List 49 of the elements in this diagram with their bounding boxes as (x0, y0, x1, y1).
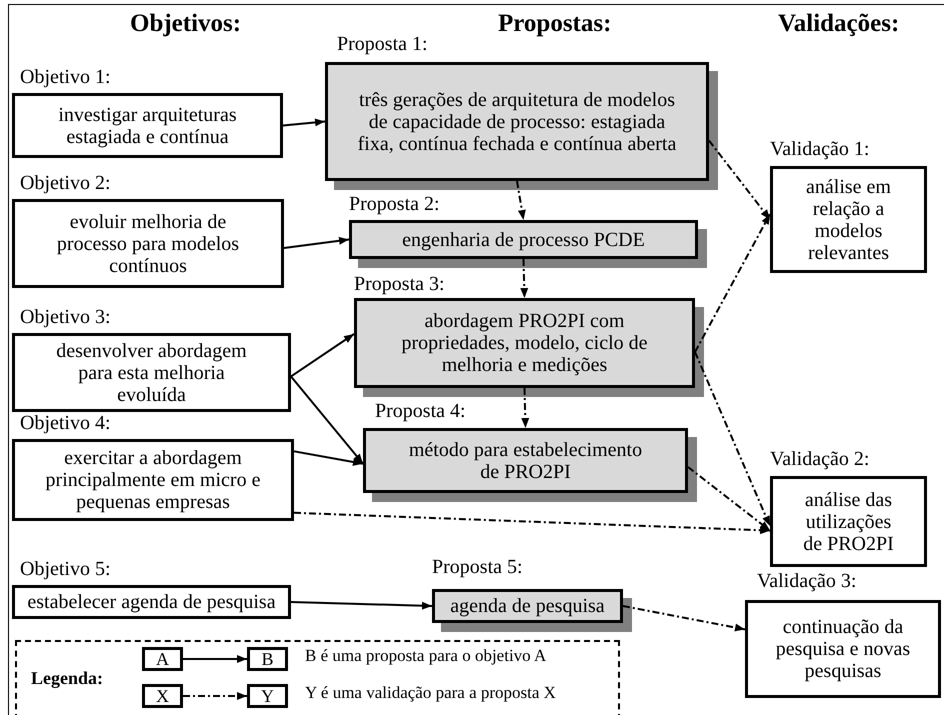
arrow (521, 388, 530, 428)
validation-box: análise das utilizações de PRO2PI (770, 476, 927, 567)
legend-description: Y é uma validação para a proposta X (305, 683, 556, 703)
arrow (694, 352, 771, 526)
validation-heading: Validação 3: (757, 570, 856, 592)
legend-key-box: A (142, 647, 183, 671)
objective-heading: Objetivo 4: (20, 412, 111, 434)
objective-box: evoluir melhoria de processo para modelos contínuos (12, 199, 284, 288)
arrow (708, 140, 771, 220)
legend-key-box: B (247, 647, 288, 671)
proposal-heading: Proposta 2: (349, 193, 440, 215)
arrow (290, 376, 364, 464)
arrow (183, 692, 247, 700)
proposal-heading: Proposta 1: (337, 33, 428, 55)
arrow (284, 236, 350, 249)
arrow (622, 605, 746, 632)
objective-heading: Objetivo 1: (20, 66, 111, 88)
legend-key-box: Y (247, 684, 288, 708)
validation-box: análise em relação a modelos relevantes (770, 166, 927, 273)
objective-box: exercitar a abordagem principalmente em micro e pequenas empresas (12, 439, 294, 521)
column-heading: Propostas: (498, 10, 612, 38)
column-heading: Objetivos: (130, 10, 242, 38)
legend-box (15, 640, 620, 715)
objective-box: desenvolver abordagem para esta melhoria evoluída (12, 333, 291, 412)
arrow (282, 118, 326, 126)
column-heading: Validações: (778, 10, 900, 38)
objective-box: investigar arquiteturas estagiada e contínua (12, 93, 283, 158)
arrow (294, 450, 364, 466)
legend-title: Legenda: (31, 668, 103, 689)
proposal-heading: Proposta 3: (354, 273, 445, 295)
objective-heading: Objetivo 2: (20, 172, 111, 194)
proposal-heading: Proposta 5: (432, 556, 523, 578)
objective-heading: Objetivo 3: (20, 306, 111, 328)
validation-heading: Validação 2: (770, 448, 870, 470)
arrow (694, 214, 771, 352)
arrow (516, 180, 526, 220)
arrow (520, 258, 528, 298)
objective-box: estabelecer agenda de pesquisa (12, 585, 291, 619)
arrow (294, 512, 770, 534)
legend-key-box: X (142, 684, 183, 708)
arrow (687, 466, 771, 532)
arrow (290, 601, 432, 610)
validation-heading: Validação 1: (770, 138, 870, 160)
arrow (183, 655, 247, 663)
proposal-heading: Proposta 4: (375, 400, 466, 422)
arrow (290, 333, 355, 378)
objective-heading: Objetivo 5: (20, 558, 111, 580)
legend-description: B é uma proposta para o objetivo A (305, 646, 546, 666)
validation-box: continuação da pesquisa e novas pesquisas (745, 600, 941, 698)
